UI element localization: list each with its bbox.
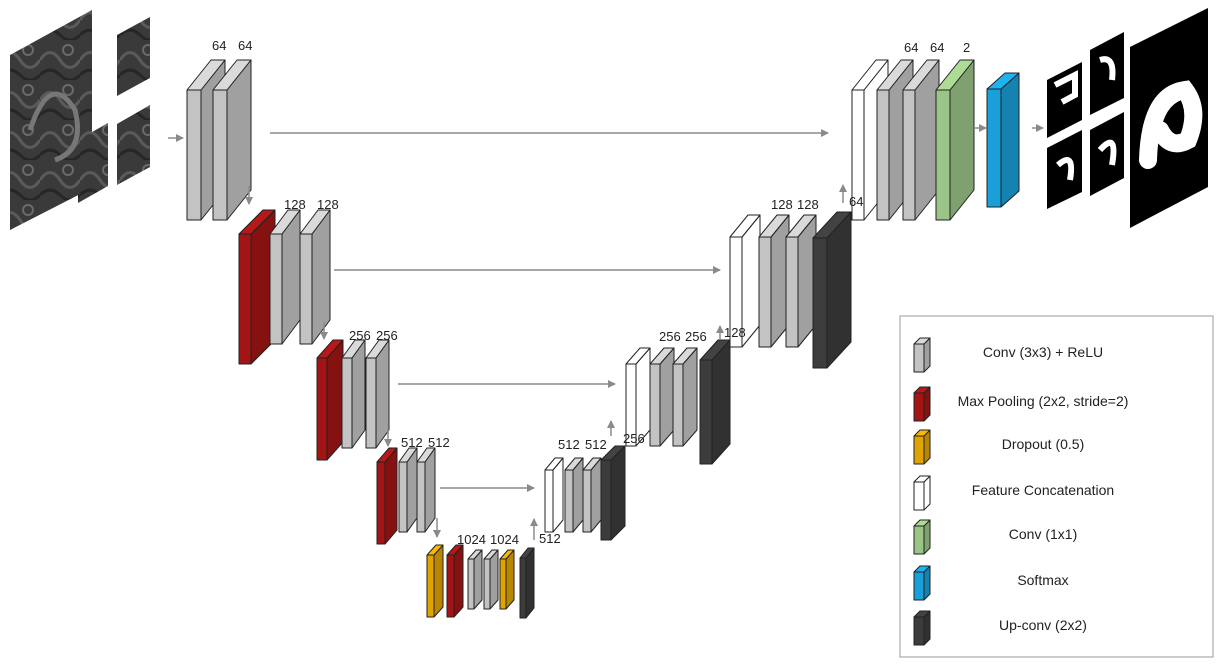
dec3-concat bbox=[625, 347, 651, 447]
legend-item-concat: Feature Concatenation bbox=[913, 475, 1114, 511]
enc3-conv-a bbox=[341, 339, 366, 449]
label-enc3-a: 256 bbox=[349, 328, 371, 343]
output-mask-large bbox=[1130, 8, 1208, 228]
bott-conv-a bbox=[467, 549, 483, 610]
label-enc2-a: 128 bbox=[284, 197, 306, 212]
legend-swatch-softmax bbox=[913, 565, 931, 601]
legend: Conv (3x3) + ReLU Max Pooling (2x2, strid… bbox=[899, 315, 1214, 658]
enc4-maxpool bbox=[376, 447, 398, 545]
legend-label-conv: Conv (3x3) + ReLU bbox=[983, 344, 1103, 360]
dec4-concat bbox=[544, 457, 564, 533]
label-dec2-a: 128 bbox=[771, 197, 793, 212]
label-up3: 128 bbox=[724, 325, 746, 340]
enc2-maxpool bbox=[238, 209, 276, 365]
enc2-conv-a bbox=[269, 209, 301, 345]
dec3-conv-a bbox=[649, 347, 675, 447]
dec2-conv-a bbox=[758, 214, 790, 348]
dec2-conv-b bbox=[785, 214, 817, 348]
label-enc2-b: 128 bbox=[317, 197, 339, 212]
enc1-conv-b bbox=[212, 59, 252, 221]
dec2-upconv bbox=[812, 211, 852, 369]
dec2-concat bbox=[729, 214, 761, 348]
legend-swatch-conv bbox=[913, 337, 931, 373]
label-dec4-b: 512 bbox=[585, 437, 607, 452]
label-dec4-a: 512 bbox=[558, 437, 580, 452]
network-layers bbox=[186, 59, 1020, 619]
input-image-tile-1 bbox=[117, 17, 150, 96]
flow-arrows bbox=[168, 124, 1044, 540]
legend-item-dropout: Dropout (0.5) bbox=[913, 429, 1084, 465]
legend-item-conv1x1: Conv (1x1) bbox=[913, 519, 1077, 555]
legend-swatch-conv1x1 bbox=[913, 519, 931, 555]
label-dec1-b: 64 bbox=[930, 40, 944, 55]
legend-item-upconv: Up-conv (2x2) bbox=[913, 610, 1087, 646]
enc4-conv-b bbox=[416, 447, 436, 533]
label-dec3-a: 256 bbox=[659, 329, 681, 344]
label-enc1-b: 64 bbox=[238, 38, 252, 53]
legend-label-concat: Feature Concatenation bbox=[972, 482, 1114, 498]
label-dec2-b: 128 bbox=[797, 197, 819, 212]
legend-label-upconv: Up-conv (2x2) bbox=[999, 617, 1087, 633]
label-up2: 64 bbox=[849, 194, 863, 209]
label-up-bott: 512 bbox=[539, 531, 561, 546]
legend-label-softmax: Softmax bbox=[1017, 572, 1068, 588]
channel-labels: 64 64 128 128 256 256 512 512 1024 1024 … bbox=[212, 38, 970, 547]
legend-swatch-maxpool bbox=[913, 386, 931, 422]
dec1-conv-b bbox=[902, 59, 940, 221]
legend-label-dropout: Dropout (0.5) bbox=[1002, 436, 1084, 452]
label-up4: 256 bbox=[623, 431, 645, 446]
dec3-upconv bbox=[699, 339, 731, 465]
bott-maxpool bbox=[446, 544, 464, 618]
label-out: 2 bbox=[963, 40, 970, 55]
out-softmax bbox=[986, 72, 1020, 208]
label-dec1-a: 64 bbox=[904, 40, 918, 55]
label-bott-a: 1024 bbox=[457, 532, 486, 547]
enc3-maxpool bbox=[316, 339, 344, 461]
output-mask-tile-3 bbox=[1047, 130, 1082, 209]
legend-box bbox=[899, 315, 1214, 658]
label-enc3-b: 256 bbox=[376, 328, 398, 343]
input-image-tile-2 bbox=[117, 105, 150, 185]
legend-label-maxpool: Max Pooling (2x2, stride=2) bbox=[958, 393, 1129, 409]
dec4-conv-b bbox=[582, 457, 602, 533]
label-enc4-a: 512 bbox=[401, 435, 423, 450]
legend-label-conv1x1: Conv (1x1) bbox=[1009, 526, 1077, 542]
bott-dropout-a bbox=[426, 544, 444, 618]
label-enc1-a: 64 bbox=[212, 38, 226, 53]
out-conv1x1 bbox=[935, 59, 975, 221]
legend-swatch-dropout bbox=[913, 429, 931, 465]
legend-item-conv: Conv (3x3) + ReLU bbox=[913, 337, 1103, 373]
output-masks bbox=[1047, 8, 1208, 228]
dec4-upconv bbox=[600, 445, 626, 541]
input-image-large bbox=[10, 10, 92, 230]
input-images bbox=[10, 10, 150, 230]
enc3-conv-b bbox=[365, 339, 390, 449]
legend-item-softmax: Softmax bbox=[913, 565, 1069, 601]
dec4-conv-a bbox=[564, 457, 584, 533]
label-dec3-b: 256 bbox=[685, 329, 707, 344]
enc4-conv-a bbox=[398, 447, 418, 533]
output-mask-tile-2 bbox=[1090, 32, 1124, 115]
enc2-conv-b bbox=[299, 209, 331, 345]
legend-item-maxpool: Max Pooling (2x2, stride=2) bbox=[913, 386, 1129, 422]
legend-swatch-concat bbox=[913, 475, 931, 511]
input-image-tile-3 bbox=[78, 123, 108, 203]
label-enc4-b: 512 bbox=[428, 435, 450, 450]
output-mask-tile-4 bbox=[1090, 112, 1124, 196]
label-bott-b: 1024 bbox=[490, 532, 519, 547]
legend-swatch-upconv bbox=[913, 610, 931, 646]
bott-upconv bbox=[519, 547, 535, 619]
bott-dropout-b bbox=[499, 549, 515, 610]
dec3-conv-b bbox=[672, 347, 698, 447]
bott-conv-b bbox=[483, 549, 499, 610]
